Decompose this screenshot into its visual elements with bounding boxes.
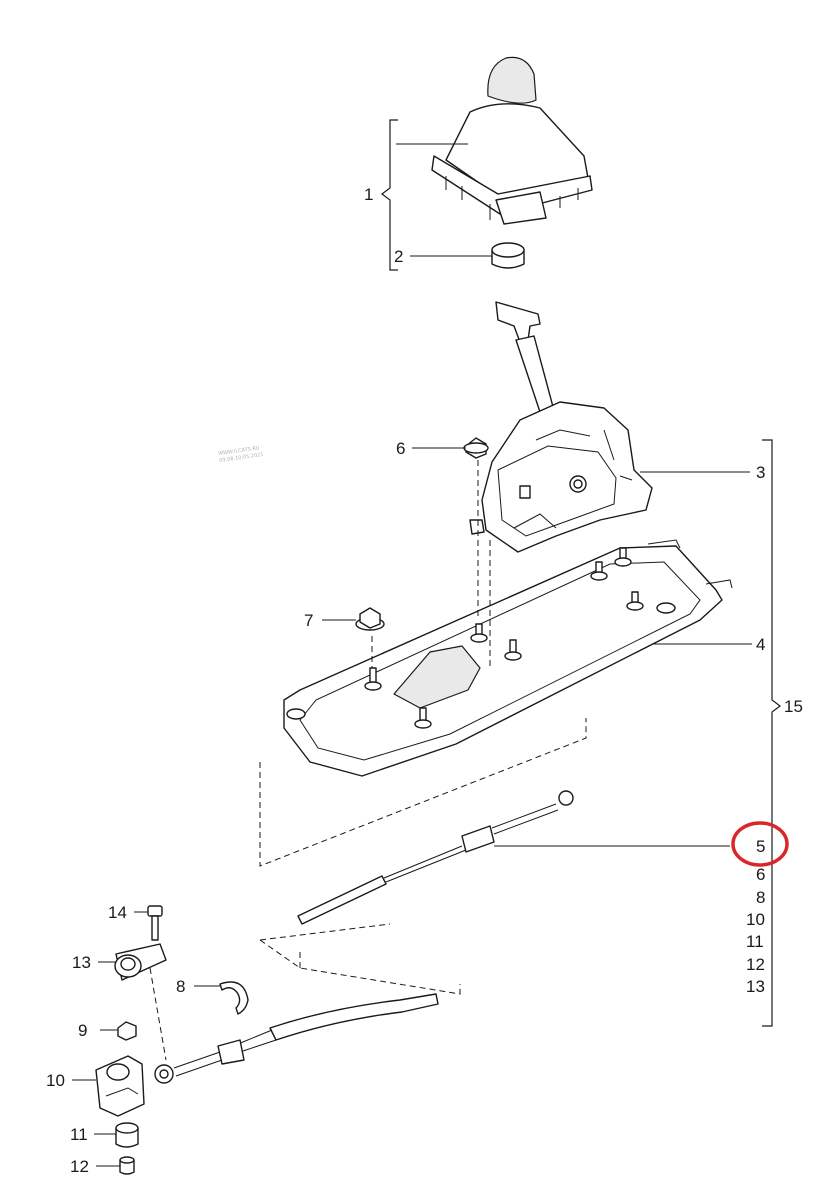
callout-1[interactable]: 1 [364, 185, 373, 204]
brace-group-15 [762, 439, 781, 1027]
bracket-part-13[interactable] [114, 943, 167, 981]
callout-14[interactable]: 14 [108, 903, 127, 922]
callout-6[interactable]: 6 [396, 439, 405, 458]
callout-8[interactable]: 8 [176, 977, 185, 996]
watermark-line-1: WWW.ILCATS.RU [218, 445, 260, 457]
gear-knob-boot-part[interactable] [431, 56, 593, 225]
callout-4[interactable]: 4 [756, 635, 765, 654]
group-15-item[interactable]: 6 [756, 865, 765, 884]
callout-15[interactable]: 15 [784, 697, 803, 716]
bracket-part-10[interactable] [95, 1055, 145, 1117]
shift-mechanism-housing-part[interactable] [481, 401, 653, 553]
bolt-part-14[interactable] [147, 905, 163, 941]
base-plate-part[interactable] [283, 539, 733, 777]
callout-11[interactable]: 11 [70, 1125, 88, 1144]
watermark: WWW.ILCATS.RU 09.08.10:05.2021 [218, 445, 264, 464]
callout-2[interactable]: 2 [394, 247, 403, 266]
clip-part-8[interactable] [219, 981, 249, 1015]
group-15-item[interactable]: 8 [756, 888, 765, 907]
brace-group-1 [381, 119, 398, 271]
shift-cable-part-5[interactable] [297, 790, 574, 925]
nut-part-9[interactable] [117, 1021, 137, 1041]
shift-lever-rod [495, 301, 557, 425]
highlight-circle-5 [731, 821, 789, 867]
assembly-guide-lines [149, 460, 587, 1061]
cap-part-12[interactable] [119, 1156, 135, 1175]
callout-5[interactable]: 5 [756, 837, 765, 856]
group-15-item[interactable]: 13 [746, 977, 765, 996]
group-15-part-list: 6 8 10 11 12 13 [746, 865, 765, 996]
callout-7[interactable]: 7 [304, 611, 313, 630]
callout-9[interactable]: 9 [78, 1021, 87, 1040]
bushing-part-11[interactable] [115, 1122, 139, 1148]
callout-3[interactable]: 3 [756, 463, 765, 482]
callout-12[interactable]: 12 [70, 1157, 89, 1176]
group-15-item[interactable]: 12 [746, 955, 765, 974]
callout-10[interactable]: 10 [46, 1071, 65, 1090]
nut-part-7[interactable] [355, 607, 385, 631]
callout-labels: 1 2 3 6 7 4 15 5 14 13 8 9 10 11 12 [46, 185, 803, 1176]
group-15-item[interactable]: 11 [746, 932, 764, 951]
group-15-item[interactable]: 10 [746, 910, 765, 929]
callout-13[interactable]: 13 [72, 953, 91, 972]
leader-lines [72, 143, 752, 1167]
base-plate-studs [364, 547, 644, 729]
shift-cable-lower [154, 993, 439, 1084]
grommet-part[interactable] [491, 242, 525, 269]
